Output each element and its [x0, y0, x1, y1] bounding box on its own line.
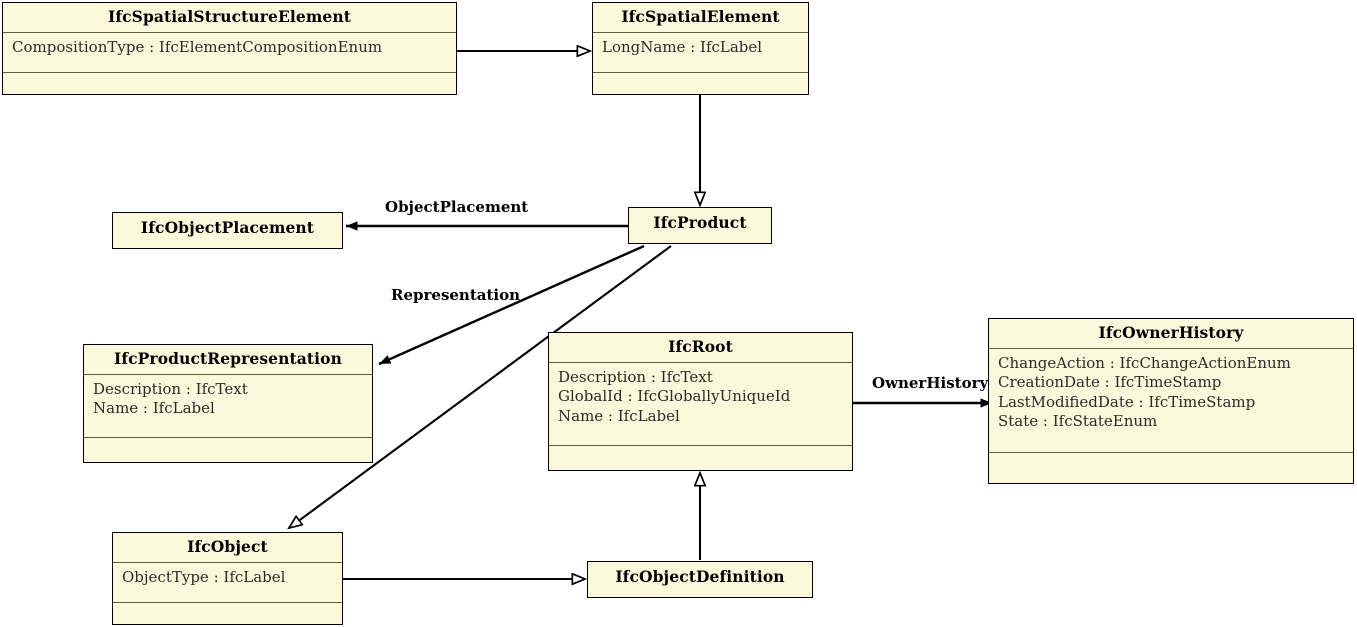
class-name: IfcSpatialStructureElement	[108, 7, 351, 26]
class-attributes: ObjectType : IfcLabel	[113, 562, 342, 602]
class-attributes: CompositionType : IfcElementCompositionE…	[3, 32, 456, 72]
class-name: IfcObject	[187, 537, 268, 556]
class-attributes: ChangeAction : IfcChangeActionEnum Creat…	[989, 348, 1353, 452]
class-operations	[549, 445, 852, 462]
class-ifcobjectplacement[interactable]: IfcObjectPlacement	[112, 212, 343, 249]
attribute: CompositionType : IfcElementCompositionE…	[12, 38, 383, 57]
class-operations	[113, 602, 342, 619]
class-ifcobjectdefinition[interactable]: IfcObjectDefinition	[587, 561, 813, 598]
class-ifcownerhistory[interactable]: IfcOwnerHistory ChangeAction : IfcChange…	[988, 318, 1354, 484]
class-name: IfcProduct	[653, 213, 747, 232]
attribute: LongName : IfcLabel	[602, 38, 763, 57]
attribute: ObjectType : IfcLabel	[122, 568, 286, 587]
edge-label-objectplacement: ObjectPlacement	[385, 198, 529, 216]
attribute: LastModifiedDate : IfcTimeStamp	[998, 392, 1256, 411]
attribute: CreationDate : IfcTimeStamp	[998, 373, 1222, 392]
edge-label-representation: Representation	[391, 286, 521, 304]
class-attributes: LongName : IfcLabel	[593, 32, 808, 72]
class-ifcobject[interactable]: IfcObject ObjectType : IfcLabel	[112, 532, 343, 625]
class-ifcproduct[interactable]: IfcProduct	[628, 207, 772, 244]
class-name: IfcSpatialElement	[621, 7, 780, 26]
class-ifcroot[interactable]: IfcRoot Description : IfcText GlobalId :…	[548, 332, 853, 471]
edge-label-ownerhistory: OwnerHistory	[872, 374, 989, 392]
attribute: Name : IfcLabel	[93, 399, 215, 418]
class-operations	[3, 72, 456, 89]
class-ifcspatialelement[interactable]: IfcSpatialElement LongName : IfcLabel	[592, 2, 809, 95]
class-name: IfcOwnerHistory	[1098, 323, 1244, 342]
attribute: Name : IfcLabel	[558, 406, 680, 425]
class-operations	[84, 437, 372, 454]
class-attributes: Description : IfcText GlobalId : IfcGlob…	[549, 362, 852, 445]
class-attributes: Description : IfcText Name : IfcLabel	[84, 374, 372, 437]
class-ifcspatialstructureelement[interactable]: IfcSpatialStructureElement CompositionTy…	[2, 2, 457, 95]
class-operations	[989, 452, 1353, 469]
class-operations	[593, 72, 808, 89]
class-name: IfcObjectDefinition	[615, 567, 785, 586]
class-name: IfcProductRepresentation	[114, 349, 342, 368]
class-name: IfcRoot	[668, 337, 733, 356]
class-ifcproductrepresentation[interactable]: IfcProductRepresentation Description : I…	[83, 344, 373, 463]
attribute: Description : IfcText	[558, 368, 713, 387]
attribute: ChangeAction : IfcChangeActionEnum	[998, 354, 1291, 373]
attribute: GlobalId : IfcGloballyUniqueId	[558, 387, 791, 406]
attribute: State : IfcStateEnum	[998, 411, 1158, 430]
class-name: IfcObjectPlacement	[140, 218, 315, 237]
attribute: Description : IfcText	[93, 380, 248, 399]
